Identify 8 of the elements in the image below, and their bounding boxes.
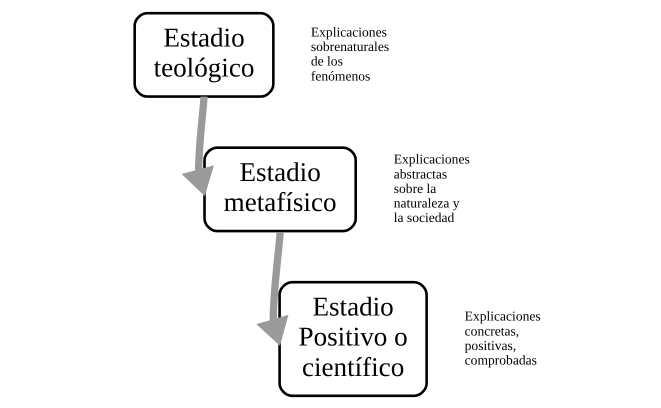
arrow bbox=[256, 231, 288, 346]
node-box: Estadio teológico bbox=[132, 11, 274, 98]
node-label: Explicaciones sobrenaturales de los fenómenos bbox=[310, 24, 389, 83]
node-label: Explicaciones abstractas sobre la naturaleza y la sociedad bbox=[393, 151, 470, 225]
arrow bbox=[181, 96, 214, 196]
node-box: Estadio metafísico bbox=[202, 146, 357, 232]
node-label: Explicaciones concretas, positivas, comprobadas bbox=[464, 308, 540, 367]
node-box: Estadio Positivo o científico bbox=[278, 280, 428, 397]
